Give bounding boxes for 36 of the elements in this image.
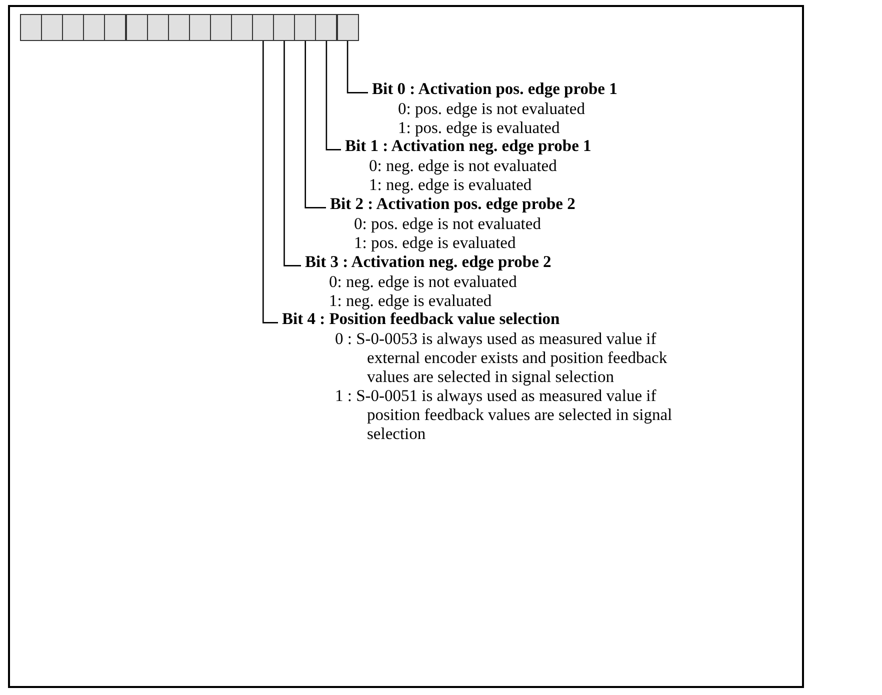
bit-cell (273, 14, 296, 41)
bit-cell (188, 14, 211, 41)
bit-cell (210, 14, 232, 41)
bit-value-description: 1: neg. edge is evaluated (329, 291, 493, 310)
leader-line (262, 41, 278, 324)
bit-value-description: 0: pos. edge is not evaluated (398, 99, 586, 118)
bit-heading: Bit 4 : Position feedback value selection (282, 309, 560, 328)
bit-cell (126, 14, 148, 41)
bit-value-description: 1: pos. edge is evaluated (398, 118, 561, 137)
bit-value-description: 1: neg. edge is evaluated (369, 175, 533, 194)
bit-value-description: 1: pos. edge is evaluated (354, 233, 517, 252)
bit-cell (294, 14, 316, 41)
bit-heading: Bit 2 : Activation pos. edge probe 2 (330, 194, 576, 213)
bit-cell (20, 14, 42, 41)
leader-line (284, 41, 301, 266)
bit-value-description: 1 : S-0-0051 is always used as measured value if position feedback values are selected in signal selection (335, 386, 674, 443)
bit-cell (315, 14, 338, 41)
bit-cell (62, 14, 84, 41)
bit-value-description: 0: pos. edge is not evaluated (354, 214, 542, 233)
bit-value-description: 0: neg. edge is not evaluated (329, 272, 518, 291)
bit-cell (231, 14, 254, 41)
leader-line (346, 41, 368, 94)
bit-value-description: 0: neg. edge is not evaluated (369, 156, 558, 175)
leader-line (304, 41, 326, 208)
bit-heading: Bit 1 : Activation neg. edge probe 1 (345, 136, 592, 155)
bit-cell (104, 14, 126, 41)
bit-cell (252, 14, 274, 41)
bit-value-description: 0 : S-0-0053 is always used as measured value if external encoder exists and position feedback values are selected in signal selection (335, 329, 668, 386)
bit-heading: Bit 0 : Activation pos. edge probe 1 (372, 79, 618, 98)
bit-cell (83, 14, 106, 41)
bit-cell (146, 14, 169, 41)
bit-cell (41, 14, 64, 41)
bit-heading: Bit 3 : Activation neg. edge probe 2 (305, 252, 552, 271)
bit-cell (168, 14, 190, 41)
bit-cell (336, 14, 359, 41)
leader-line (326, 41, 341, 150)
